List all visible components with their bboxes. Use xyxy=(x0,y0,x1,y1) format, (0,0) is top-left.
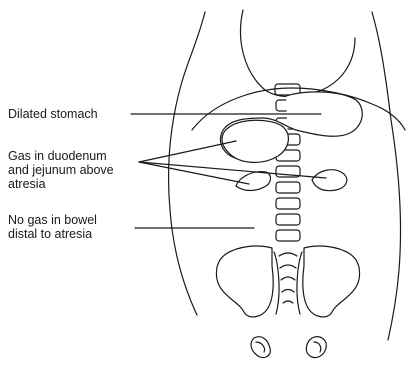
label-dilated-stomach: Dilated stomach xyxy=(8,107,98,121)
jejunum-gas-left xyxy=(236,172,271,191)
label-no-gas-distal: No gas in bowel distal to atresia xyxy=(8,213,100,241)
leader-duodenum-3 xyxy=(139,162,326,178)
label-gas-duodenum: Gas in duodenum and jejunum above atresi… xyxy=(8,149,117,191)
femoral-heads xyxy=(251,337,326,358)
leader-duodenum-1 xyxy=(139,141,236,162)
jejunum-gas-right xyxy=(312,170,347,191)
pelvis xyxy=(216,246,359,317)
leader-duodenum-2 xyxy=(139,162,249,184)
